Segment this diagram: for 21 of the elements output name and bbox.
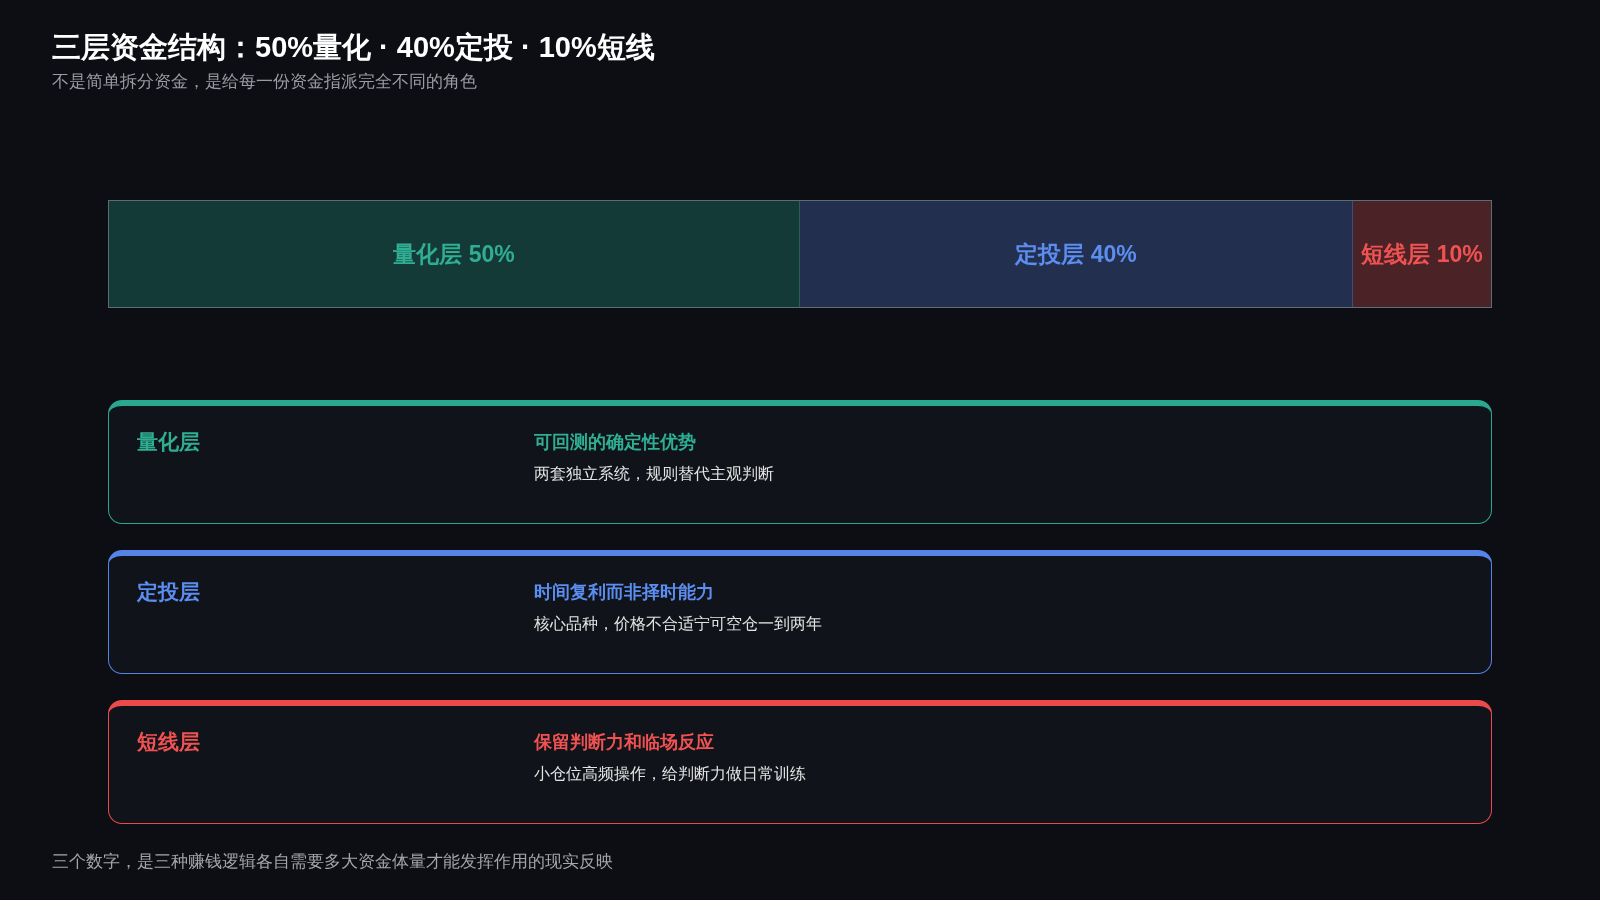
layer-card	[108, 550, 1492, 674]
layer-description: 两套独立系统，规则替代主观判断	[534, 464, 774, 484]
layer-description: 小仓位高频操作，给判断力做日常训练	[534, 764, 806, 784]
layer-heading: 可回测的确定性优势	[534, 431, 696, 454]
layer-description: 核心品种，价格不合适宁可空仓一到两年	[534, 614, 822, 634]
layer-card	[108, 700, 1492, 824]
layer-name: 量化层	[137, 429, 200, 455]
layer-heading: 时间复利而非择时能力	[534, 581, 714, 604]
layer-card	[108, 400, 1492, 524]
layer-name: 短线层	[137, 729, 200, 755]
footnote: 三个数字，是三种赚钱逻辑各自需要多大资金体量才能发挥作用的现实反映	[52, 851, 613, 873]
bar-segment	[1353, 201, 1491, 307]
slide-title: 三层资金结构：50%量化 · 40%定投 · 10%短线	[52, 30, 655, 65]
layer-name: 定投层	[137, 579, 200, 605]
segment-label: 短线层 10%	[1361, 239, 1483, 269]
bar-segment	[109, 201, 800, 307]
segment-label: 量化层 50%	[393, 239, 515, 269]
segment-label: 定投层 40%	[1015, 239, 1137, 269]
bar-segment	[800, 201, 1353, 307]
slide-subtitle: 不是简单拆分资金，是给每一份资金指派完全不同的角色	[52, 71, 477, 93]
layer-heading: 保留判断力和临场反应	[534, 731, 714, 754]
